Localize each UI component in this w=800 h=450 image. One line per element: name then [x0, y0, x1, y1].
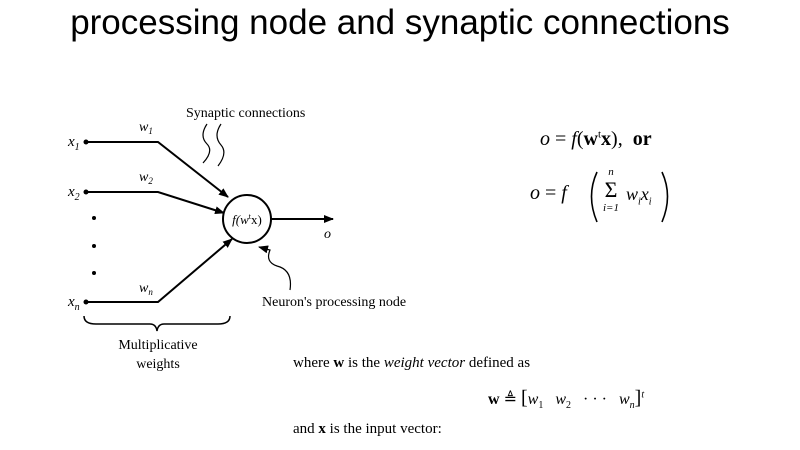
- eq1-function: f: [571, 128, 577, 150]
- sum-lower-limit: i=1: [603, 202, 619, 214]
- equation-2: o = f n Σ i=1 wixi: [530, 166, 680, 230]
- input-label-x1: x1: [67, 134, 80, 153]
- wdef-w2-sub: 2: [565, 400, 571, 412]
- description-line-3: and x is the input vector:: [293, 421, 442, 438]
- wdef-w: w: [488, 391, 500, 408]
- eq2-function: f: [561, 182, 567, 204]
- term-input-index: i: [648, 196, 652, 208]
- term-weight: w: [626, 184, 639, 204]
- desc-defined-as: defined as: [465, 355, 531, 371]
- wdef-transpose: t: [641, 389, 645, 401]
- sum-symbol: Σ: [604, 177, 618, 202]
- processing-node-label: Neuron's processing node: [262, 295, 406, 310]
- eq2-summation: n Σ i=1: [600, 166, 622, 214]
- ellipsis-dot: [92, 271, 96, 275]
- weight-vector-definition: w ≜ [w1 w2 · · · wn]t: [488, 387, 644, 411]
- ellipsis-dot: [92, 244, 96, 248]
- eq1-open-paren: (: [576, 128, 584, 150]
- connection-w2: [86, 191, 225, 215]
- output-label: o: [324, 227, 331, 242]
- sum-upper-limit: n: [608, 166, 614, 178]
- desc-and: and: [293, 421, 319, 437]
- eq2-left-paren: [590, 171, 598, 223]
- eq1-or: or: [632, 128, 652, 150]
- wdef-close-bracket: ]: [634, 387, 642, 409]
- eq1-output-symbol: o: [540, 128, 550, 150]
- weight-label-w2: w2: [139, 170, 153, 186]
- wdef-w1: w: [527, 391, 539, 408]
- term-weight-index: i: [638, 196, 641, 208]
- weights-caption-line1: Multiplicative: [118, 338, 197, 353]
- neuron-node-label: f(wtx): [232, 212, 262, 227]
- wdef-defined-equals: ≜: [503, 391, 517, 408]
- wdef-w2: w: [555, 391, 566, 408]
- eq1-weight-vector: w: [583, 128, 598, 150]
- wdef-open-bracket: [: [520, 387, 528, 409]
- slide-title: processing node and synaptic connections: [70, 3, 730, 42]
- processing-node-pointer: [258, 245, 292, 291]
- synaptic-connections-label: Synaptic connections: [186, 106, 305, 121]
- eq1-input-vector: x: [601, 128, 612, 150]
- eq1-transpose: t: [597, 128, 602, 141]
- desc-where: where: [293, 355, 334, 371]
- equation-1: o = f(wtx), or: [540, 128, 652, 151]
- weight-label-w1: w1: [139, 120, 153, 136]
- synaptic-squiggle: [216, 123, 225, 167]
- desc-w-symbol: w: [333, 355, 345, 371]
- wdef-w1-sub: 1: [538, 400, 544, 412]
- wdef-wn-sub: n: [629, 400, 635, 412]
- eq2-right-paren: [661, 171, 669, 223]
- connection-w1: [86, 141, 229, 198]
- eq2-equals: =: [540, 182, 562, 204]
- wdef-dots: · · ·: [582, 391, 607, 408]
- desc-x-symbol: x: [318, 421, 326, 437]
- synaptic-squiggle: [202, 123, 211, 164]
- input-label-x2: x2: [67, 184, 80, 203]
- weights-caption-line2: weights: [136, 357, 180, 372]
- eq2-parentheses: [590, 171, 669, 223]
- weight-label-wn: wn: [139, 281, 153, 297]
- weights-brace: [83, 315, 231, 332]
- description-line-1: where w is the weight vector defined as: [293, 355, 530, 372]
- term-input: x: [640, 184, 649, 204]
- desc-is-the: is the: [344, 355, 384, 371]
- input-label-xn: xn: [67, 294, 80, 313]
- eq1-close-paren: ),: [611, 128, 623, 150]
- eq1-equals: =: [550, 128, 572, 150]
- connection-wn: [86, 238, 233, 303]
- desc-input-vector: is the input vector:: [325, 421, 442, 437]
- wdef-wn: w: [618, 391, 630, 408]
- desc-weight-vector: weight vector: [383, 355, 466, 371]
- eq2-output-symbol: o: [530, 182, 540, 204]
- ellipsis-dot: [92, 216, 96, 220]
